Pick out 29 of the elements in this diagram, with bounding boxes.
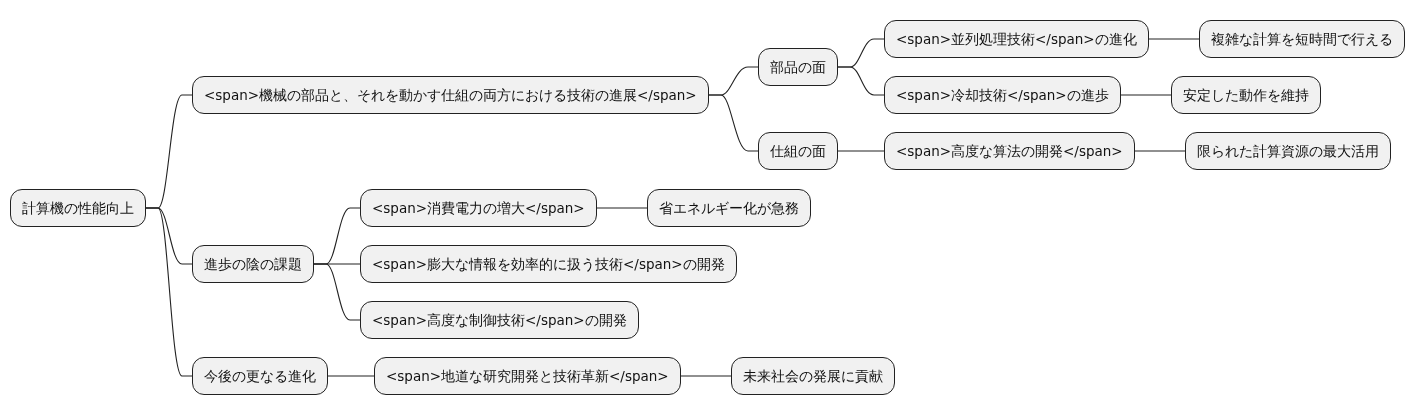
topic-box: <span>並列処理技術</span>の進化 bbox=[884, 20, 1149, 58]
topic-box: <span>機械の部品と、それを動かす仕組の両方における技術の進展</span> bbox=[192, 76, 709, 114]
topic-box: <span>膨大な情報を効率的に扱う技術</span>の開発 bbox=[360, 245, 737, 283]
topic-box: 限られた計算資源の最大活用 bbox=[1185, 132, 1391, 170]
topic-box: <span>消費電力の増大</span> bbox=[360, 189, 597, 227]
connector-line bbox=[708, 94, 759, 152]
topic-box: 今後の更なる進化 bbox=[192, 357, 328, 395]
topic-box: <span>高度な算法の開発</span> bbox=[884, 132, 1135, 170]
topic-box: 省エネルギー化が急務 bbox=[647, 189, 811, 227]
topic-box: 仕組の面 bbox=[758, 132, 838, 170]
topic-box: 部品の面 bbox=[758, 48, 838, 86]
connector-line bbox=[145, 207, 193, 377]
topic-box: 安定した動作を維持 bbox=[1171, 76, 1321, 114]
connector-line bbox=[596, 207, 648, 209]
connector-line bbox=[313, 263, 361, 321]
topic-box: 複雑な計算を短時間で行える bbox=[1199, 20, 1405, 58]
topic-box: <span>地道な研究開発と技術革新</span> bbox=[374, 357, 681, 395]
topic-box: 進歩の陰の課題 bbox=[192, 245, 314, 283]
connector-line bbox=[837, 150, 885, 152]
connector-line bbox=[680, 375, 732, 377]
topic-box: 未来社会の発展に貢献 bbox=[731, 357, 895, 395]
topic-box: <span>冷却技術</span>の進歩 bbox=[884, 76, 1121, 114]
connector-line bbox=[1134, 150, 1186, 152]
connector-line bbox=[1120, 94, 1172, 96]
topic-box: 計算機の性能向上 bbox=[10, 189, 146, 227]
connector-line bbox=[1148, 38, 1200, 40]
topic-box: <span>高度な制御技術</span>の開発 bbox=[360, 301, 639, 339]
connector-line bbox=[327, 375, 375, 377]
connector-line bbox=[837, 66, 885, 96]
